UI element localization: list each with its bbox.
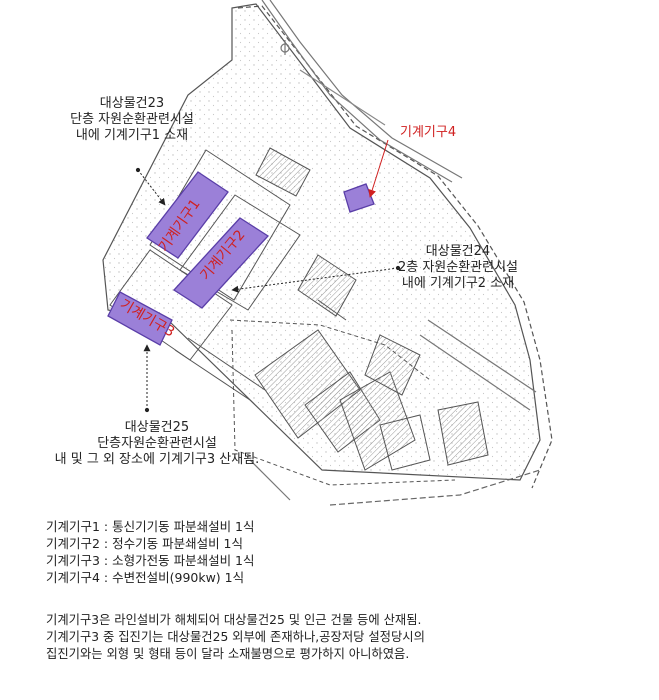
- equipment-item: 기계기구3 : 소형가전동 파분쇄설비 1식: [46, 553, 255, 568]
- machine4-area: [343, 183, 375, 213]
- machine2-area: [172, 217, 270, 309]
- arrow-machine4: [368, 139, 389, 198]
- callout-bldg25: 대상물건25 단층자원순환관련시설 내 및 그 외 장소에 기계기구3 산재됨.: [54, 420, 260, 467]
- equipment-item: 기계기구1 : 통신기기동 파분쇄설비 1식: [46, 519, 255, 534]
- equipment-list: 기계기구1 : 통신기기동 파분쇄설비 1식 기계기구2 : 정수기동 파분쇄설…: [46, 518, 255, 586]
- equipment-item: 기계기구2 : 정수기동 파분쇄설비 1식: [46, 536, 244, 551]
- callout-bldg23: 대상물건23 단층 자원순환관련시설 내에 기계기구1 소재: [70, 96, 194, 143]
- machine1-area: [146, 171, 229, 259]
- callout-machine4: 기계기구4: [400, 125, 457, 140]
- machine3-area: [107, 291, 173, 346]
- arrow-bldg23: [137, 169, 166, 206]
- note-line: 기계기구3 중 집진기는 대상물건25 외부에 존재하나,공장저당 설정당시의: [46, 630, 425, 644]
- callout-bldg24: 대상물건24 2층 자원순환관련시설 내에 기계기구2 소재: [397, 244, 519, 291]
- leader-lines: [135, 139, 401, 413]
- note-line: 집진기와는 외형 및 형태 등이 달라 소재불명으로 평가하지 아니하였음.: [46, 647, 410, 661]
- site-boundary: [102, 0, 553, 506]
- note-line: 기계기구3은 라인설비가 해체되어 대상물건25 및 인근 건물 등에 산재됨.: [46, 613, 422, 627]
- notes: 기계기구3은 라인설비가 해체되어 대상물건25 및 인근 건물 등에 산재됨.…: [46, 612, 425, 663]
- building-outlines: [109, 147, 489, 486]
- equipment-item: 기계기구4 : 수변전설비(990kw) 1식: [46, 570, 245, 585]
